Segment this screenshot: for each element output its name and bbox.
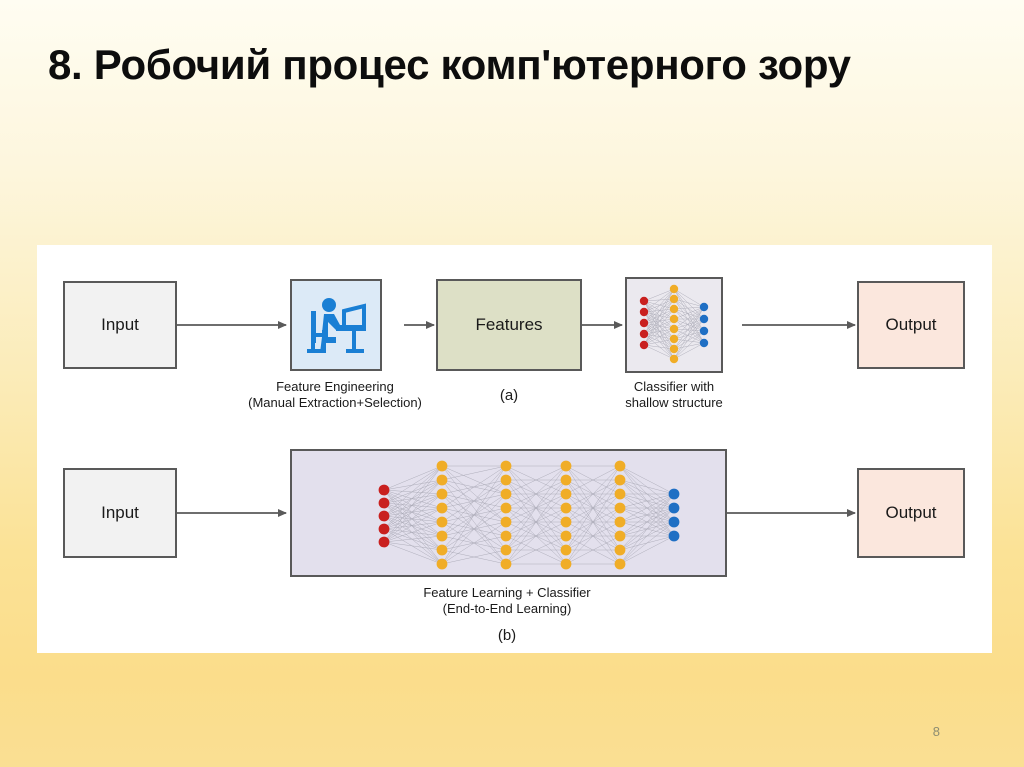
shallow-classifier-caption-line1: Classifier with (633, 379, 715, 394)
deep-network-caption-line2: (End-to-End Learning) (442, 601, 572, 617)
feature-engineering-caption-line2: (Manual Extraction+Selection) (248, 395, 422, 411)
shallow-classifier-caption-line2: shallow structure (625, 395, 723, 411)
output-box-a: Output (857, 281, 965, 369)
shallow-network-graphic (639, 284, 709, 364)
deep-network-caption: Feature Learning + Classifier (End-to-En… (357, 585, 657, 618)
input-label-a: Input (101, 315, 139, 334)
output-box-b: Output (857, 468, 965, 558)
figure-panel: Input Feature Engineer (37, 245, 992, 653)
person-at-desk-icon (307, 298, 366, 353)
deep-network-box (290, 449, 727, 577)
shallow-classifier-caption: Classifier with shallow structure (599, 379, 749, 412)
page-title: 8. Робочий процес комп'ютерного зору (48, 41, 851, 88)
deep-network-caption-line1: Feature Learning + Classifier (423, 585, 591, 600)
sub-label-b: (b) (497, 627, 517, 644)
features-box: Features (436, 279, 582, 371)
input-box-a: Input (63, 281, 177, 369)
features-label: Features (475, 315, 543, 334)
sub-label-a: (a) (499, 387, 519, 404)
page-number: 8 (932, 724, 940, 739)
input-label-b: Input (101, 503, 139, 522)
output-label-b: Output (885, 503, 937, 522)
feature-engineering-box (290, 279, 382, 371)
input-box-b: Input (63, 468, 177, 558)
deep-network-graphic (378, 460, 680, 570)
output-label-a: Output (885, 315, 937, 334)
feature-engineering-caption-line1: Feature Engineering (276, 379, 394, 394)
shallow-classifier-box (625, 277, 723, 373)
feature-engineering-caption: Feature Engineering (Manual Extraction+S… (185, 379, 485, 412)
